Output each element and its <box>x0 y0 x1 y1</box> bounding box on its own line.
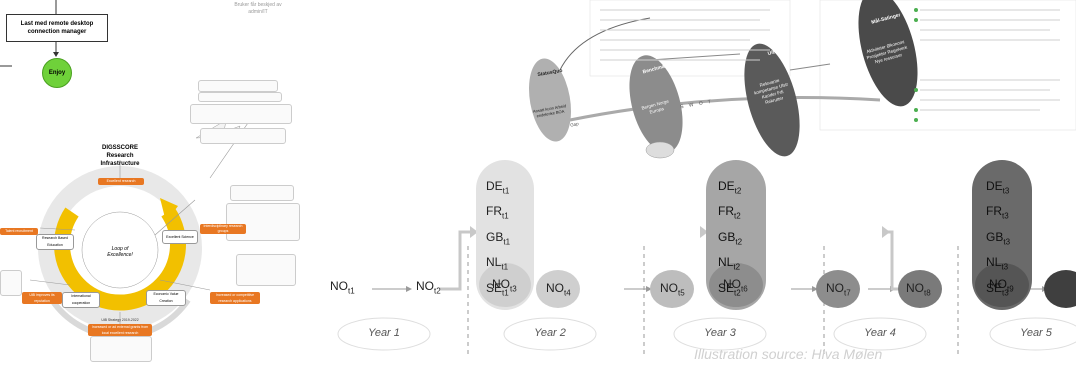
country-se-t3: SEt3 <box>986 280 1009 297</box>
no-node-t7: NOt7 <box>826 281 851 298</box>
enjoy-node[interactable]: Enjoy <box>42 58 72 88</box>
node-excellent-science: Excellent Science <box>162 230 198 244</box>
flowchart-area: Last med remote desktop connection manag… <box>0 0 282 95</box>
country-se-t1: SEt1 <box>486 280 509 297</box>
digsscore-title: DIGSSCORE Research Infrastructure <box>100 145 140 167</box>
node-no-t9-bg <box>975 263 1029 307</box>
node-economic-value: Economic Value Creation <box>146 290 186 306</box>
country-se-t2: SEt2 <box>718 280 741 297</box>
country-fr-t1: FRt1 <box>486 204 509 221</box>
admin-note: Bruker får beskjed av admin/IT <box>234 2 282 15</box>
label-increased-grants: Increased or ad external grants from loc… <box>88 324 152 336</box>
node-no-t8-bg <box>898 270 942 308</box>
year-label-1: Year 1 <box>368 327 400 339</box>
label-increased-competition: Increased or competitive research applic… <box>210 292 260 304</box>
country-gb-t1: GBt1 <box>486 229 511 247</box>
text-snippet-3 <box>190 104 292 124</box>
node-research-based-education: Research Based Education <box>36 234 74 250</box>
year-label-5: Year 5 <box>1020 327 1052 339</box>
loop-center-label: Loop of Excellence! <box>107 246 133 258</box>
node-no-t5-bg <box>650 270 694 308</box>
label-interdisciplinary: Interdisciplinary research groups <box>200 224 246 234</box>
digsscore-diagram: DIGSSCORE Research Infrastructure Excell… <box>0 80 300 362</box>
year-label-2: Year 2 <box>534 327 566 339</box>
illustration-credit: Illustration source: Hiva Mølen <box>694 346 883 362</box>
loop-arrow <box>160 198 178 222</box>
timeline-diagram: NOt1 NOt2 NOt3 NOt4 NOt5 NOt6 NOt7 NOt8 … <box>300 150 1076 362</box>
country-fr-t3: FRt3 <box>986 204 1009 221</box>
loop-center <box>81 211 159 289</box>
country-gb-t2: GBt2 <box>718 229 743 247</box>
remote-desktop-box[interactable]: Last med remote desktop connection manag… <box>6 14 108 42</box>
year-label-3: Year 3 <box>704 327 736 339</box>
country-stack-t3: DEt3 FRt3 GBt3 NLt3 SEt3 <box>986 176 1032 303</box>
country-stack-t1: DEt1 FRt1 GBt1 NLt1 SEt1 <box>486 176 532 303</box>
no-node-t1: NOt1 <box>330 279 355 296</box>
no-node-t5: NOt5 <box>660 281 685 298</box>
no-node-t6: NOt6 <box>723 277 748 294</box>
text-snippet-9 <box>90 336 152 362</box>
mindmap: StatusQuo Ansatt kunn Arbeid endelenke B… <box>520 0 1076 160</box>
country-de-t1: DEt1 <box>486 179 510 196</box>
text-snippet-7 <box>236 254 296 286</box>
node-no-t7-bg <box>816 270 860 308</box>
text-snippet-4 <box>200 128 286 144</box>
no-node-t3: NOt3 <box>492 277 517 294</box>
country-fr-t2: FRt2 <box>718 204 741 221</box>
node-no-t3-bg <box>479 263 531 307</box>
country-gb-t3: GBt3 <box>986 229 1011 247</box>
mindmap-graphics <box>528 0 1076 159</box>
text-snippet-1 <box>198 80 278 92</box>
text-snippet-2 <box>198 92 282 102</box>
label-uib-reputation: UiB improves its reputation <box>22 292 62 304</box>
text-snippet-8 <box>0 270 22 296</box>
flowchart-lines <box>0 0 59 67</box>
label-talent-recruitment: Talent recruitment <box>0 228 38 235</box>
text-snippet-6 <box>226 203 300 241</box>
country-stack-t2: DEt2 FRt2 GBt2 NLt2 SEt2 <box>718 176 764 303</box>
node-no-t4-bg <box>536 270 580 308</box>
node-no-partial-bg <box>1044 270 1076 308</box>
node-international-cooperation: International cooperation <box>62 292 100 308</box>
digsscore-graphics <box>29 119 251 340</box>
no-node-t4: NOt4 <box>546 281 571 298</box>
country-de-t3: DEt3 <box>986 179 1010 196</box>
country-nl-t2: NLt2 <box>718 255 741 272</box>
strategy-caption: UiB Strategy 2019-2022 <box>101 318 139 322</box>
label-excellent-research: Excellent research <box>98 178 144 185</box>
no-node-t8: NOt8 <box>906 281 931 298</box>
node-no-t6-bg <box>709 263 763 307</box>
no-node-t2: NOt2 <box>416 279 441 296</box>
year-label-4: Year 4 <box>864 327 896 339</box>
country-nl-t1: NLt1 <box>486 255 509 272</box>
timeline-graphics <box>337 160 1076 355</box>
country-nl-t3: NLt3 <box>986 255 1009 272</box>
no-node-t9: NOt9 <box>989 277 1014 294</box>
text-snippet-5 <box>230 185 294 201</box>
country-de-t2: DEt2 <box>718 179 742 196</box>
